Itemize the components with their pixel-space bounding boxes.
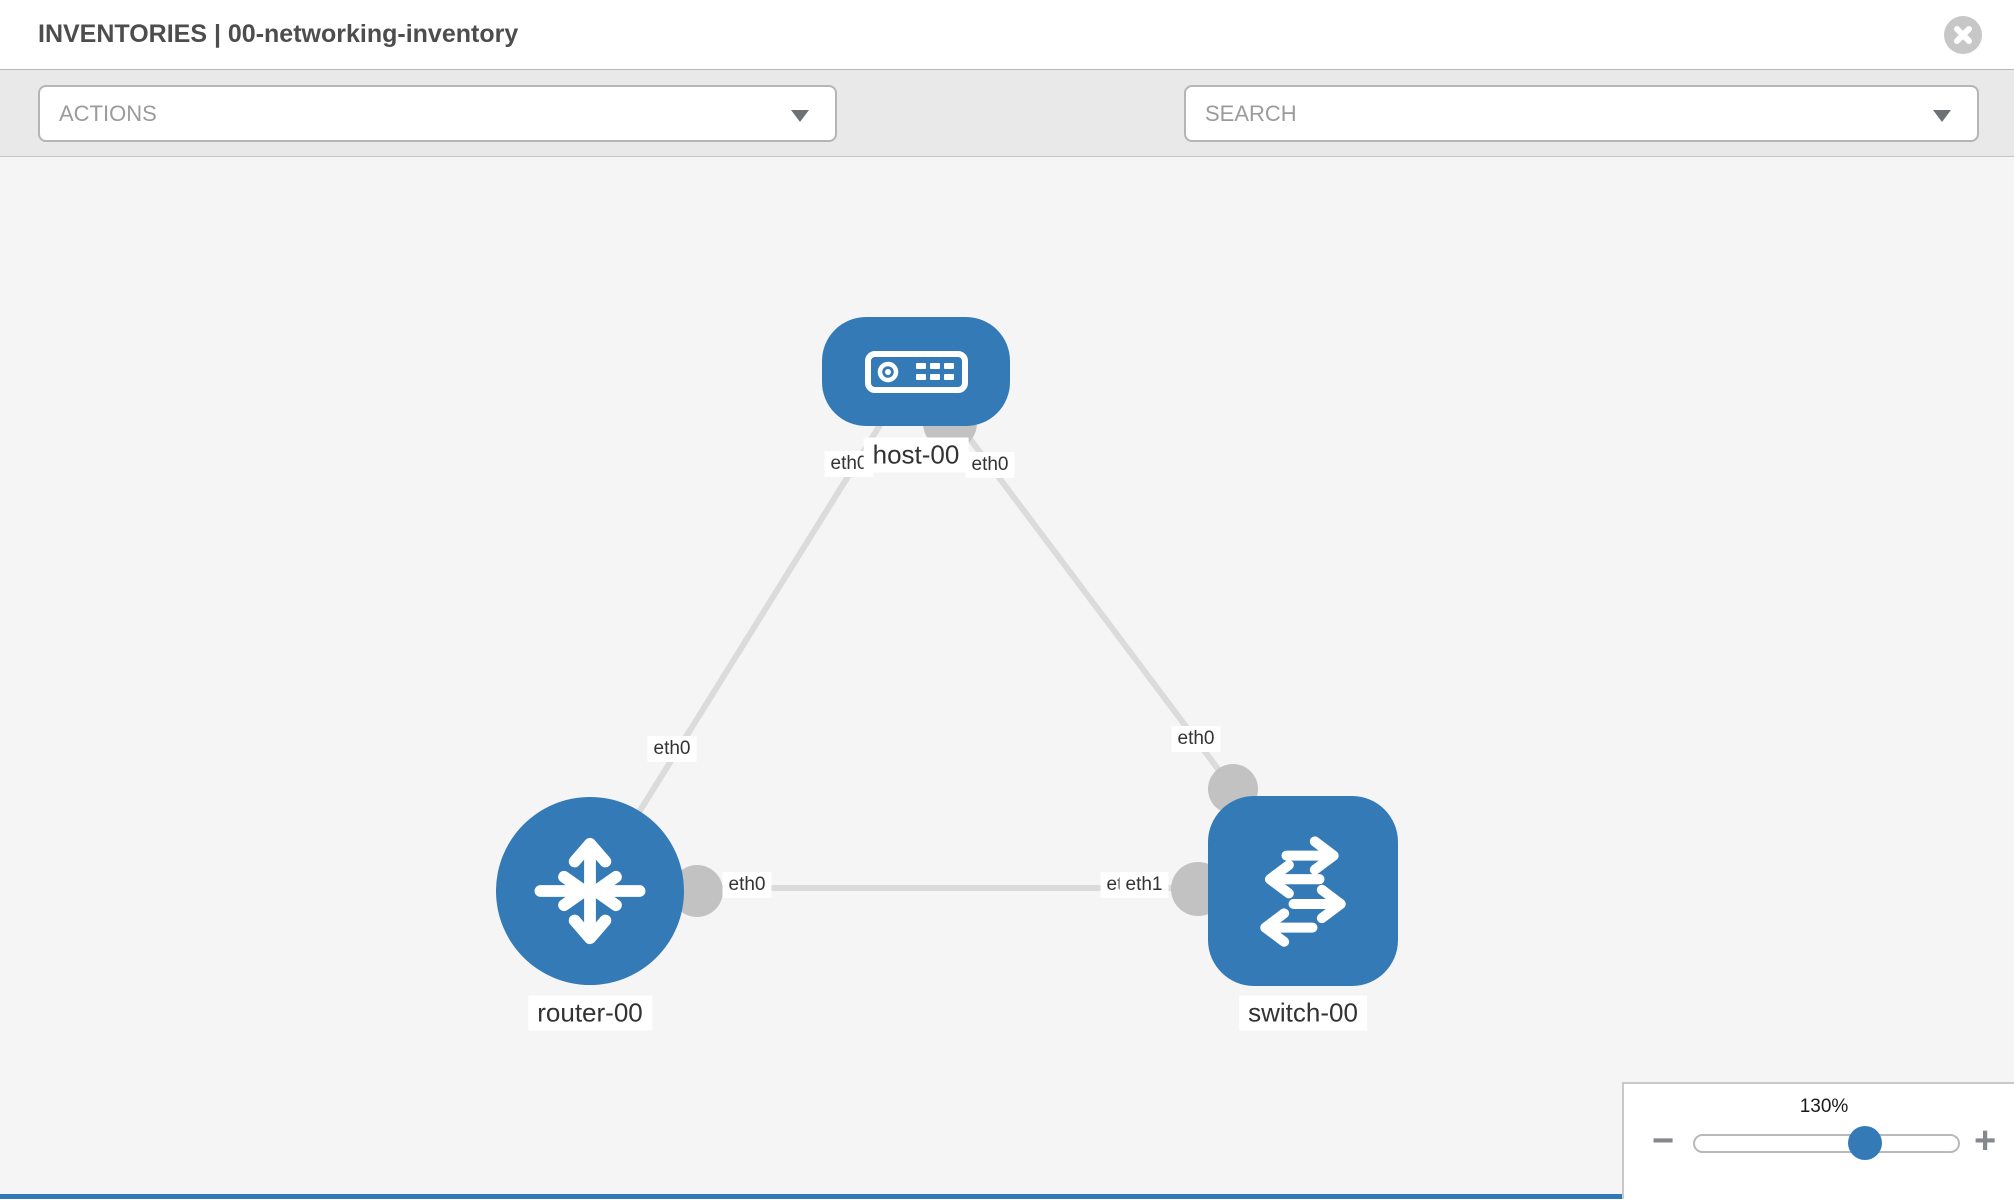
zoom-slider-track[interactable]	[1693, 1134, 1960, 1153]
node-host-00[interactable]	[822, 317, 1010, 426]
close-button[interactable]	[1944, 16, 1982, 54]
topology-toolbar: ACTIONS SEARCH	[0, 70, 2014, 201]
chevron-down-icon	[1933, 110, 1951, 122]
chevron-down-icon	[791, 110, 809, 122]
host-icon	[864, 350, 968, 393]
interface-label: eth0	[1171, 726, 1221, 752]
zoom-out-button[interactable]: −	[1652, 1120, 1675, 1162]
node-router-00[interactable]	[496, 797, 684, 985]
page-title: INVENTORIES | 00-networking-inventory	[38, 20, 519, 48]
router-icon	[534, 837, 646, 945]
search-dropdown[interactable]: SEARCH	[1184, 85, 1979, 142]
topology-links-layer	[587, 421, 1236, 893]
actions-dropdown[interactable]: ACTIONS	[38, 85, 837, 142]
footer-strip	[0, 1194, 1628, 1199]
interface-label: eth0	[722, 872, 772, 898]
interface-label: eth0	[647, 736, 697, 762]
node-label-host: host-00	[863, 437, 969, 473]
zoom-level-value: 130%	[1799, 1096, 1849, 1117]
node-label-switch: switch-00	[1239, 995, 1367, 1031]
interface-label: eth1	[1119, 872, 1169, 898]
interface-label: eth0	[965, 452, 1015, 478]
zoom-slider-thumb[interactable]	[1848, 1126, 1882, 1160]
node-switch-00[interactable]	[1208, 796, 1398, 986]
close-icon	[1954, 26, 1972, 44]
topology-canvas[interactable]: host-00 router-00 switch-00 eth0 eth0 et…	[0, 157, 2014, 1199]
actions-dropdown-label: ACTIONS	[59, 100, 157, 126]
zoom-control-panel: 130% − +	[1622, 1082, 2014, 1199]
search-dropdown-label: SEARCH	[1205, 100, 1297, 126]
zoom-in-button[interactable]: +	[1974, 1120, 1997, 1162]
node-label-router: router-00	[528, 995, 652, 1031]
switch-icon	[1260, 836, 1346, 947]
panel-header: INVENTORIES | 00-networking-inventory	[0, 0, 2014, 70]
